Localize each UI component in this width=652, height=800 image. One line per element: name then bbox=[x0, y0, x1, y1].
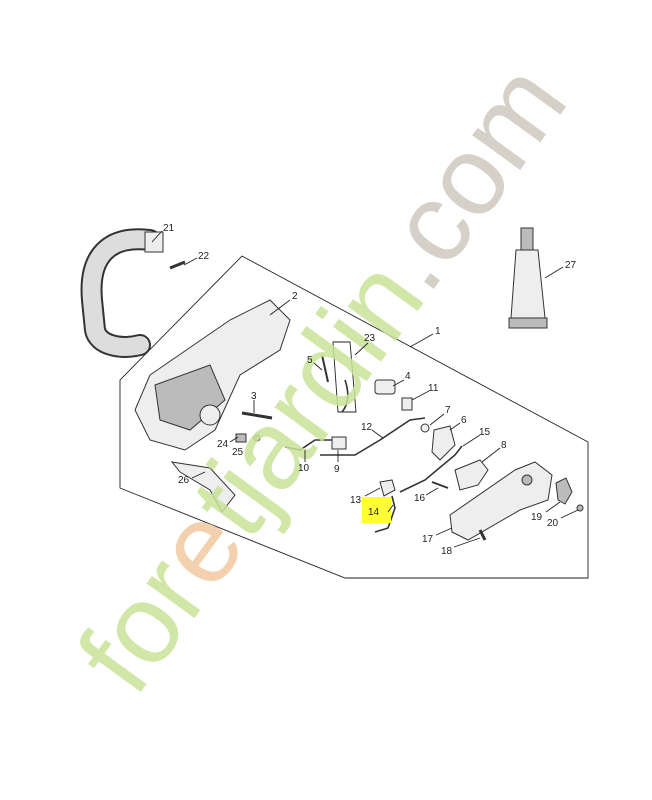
callout-1: 1 bbox=[435, 326, 441, 337]
callout-labels: 21 22 2 1 23 27 5 4 11 3 7 6 15 12 24 25… bbox=[163, 223, 577, 557]
callout-9: 9 bbox=[334, 464, 340, 475]
part-17-lever bbox=[449, 461, 553, 541]
callout-5: 5 bbox=[307, 355, 313, 366]
part-13 bbox=[379, 479, 396, 497]
callout-8: 8 bbox=[501, 440, 507, 451]
callout-18: 18 bbox=[441, 546, 453, 557]
callout-23: 23 bbox=[364, 333, 376, 344]
part-19 bbox=[555, 477, 573, 505]
part-9 bbox=[331, 436, 347, 450]
callout-21: 21 bbox=[163, 223, 175, 234]
callout-2: 2 bbox=[292, 291, 298, 302]
callout-24: 24 bbox=[217, 439, 229, 450]
callout-25: 25 bbox=[232, 447, 244, 458]
part-housing bbox=[134, 299, 291, 451]
callout-6: 6 bbox=[461, 415, 467, 426]
callout-14: 14 bbox=[368, 507, 380, 518]
part-6 bbox=[431, 425, 456, 461]
part-11 bbox=[401, 397, 413, 411]
part-10-rod bbox=[284, 439, 335, 451]
part-16 bbox=[431, 481, 449, 489]
part-12-rod bbox=[320, 417, 426, 456]
part-grease-tube bbox=[508, 227, 548, 329]
callout-16: 16 bbox=[414, 493, 426, 504]
callout-17: 17 bbox=[422, 534, 434, 545]
callout-19: 19 bbox=[531, 512, 543, 523]
callout-13: 13 bbox=[350, 495, 362, 506]
part-7 bbox=[420, 423, 430, 433]
part-4 bbox=[374, 379, 396, 395]
callout-4: 4 bbox=[405, 371, 411, 382]
callout-10: 10 bbox=[298, 463, 310, 474]
callout-12: 12 bbox=[361, 422, 373, 433]
callout-27: 27 bbox=[565, 260, 577, 271]
part-screw-25 bbox=[253, 434, 261, 442]
callout-26: 26 bbox=[178, 475, 190, 486]
watermark-logo: foretjardin.com bbox=[53, 41, 590, 714]
callout-22: 22 bbox=[198, 251, 210, 262]
part-cover-26 bbox=[170, 461, 236, 513]
leader-lines bbox=[151, 230, 579, 548]
callout-20: 20 bbox=[547, 518, 559, 529]
part-23-frame bbox=[332, 341, 357, 413]
assembly-outline bbox=[119, 255, 589, 579]
callout-15: 15 bbox=[479, 427, 491, 438]
part-5 bbox=[321, 354, 329, 383]
callout-7: 7 bbox=[445, 405, 451, 416]
part-14-rod bbox=[374, 495, 396, 533]
highlight-part-14 bbox=[362, 497, 391, 523]
part-20-screw bbox=[576, 504, 584, 512]
callout-3: 3 bbox=[251, 391, 257, 402]
part-handlebar bbox=[80, 228, 164, 358]
callout-11: 11 bbox=[428, 383, 439, 394]
part-8 bbox=[454, 459, 489, 491]
part-18-screw bbox=[478, 529, 487, 541]
part-screw-22 bbox=[169, 260, 186, 270]
part-screw-3 bbox=[241, 411, 273, 420]
part-15-rod bbox=[399, 445, 463, 493]
